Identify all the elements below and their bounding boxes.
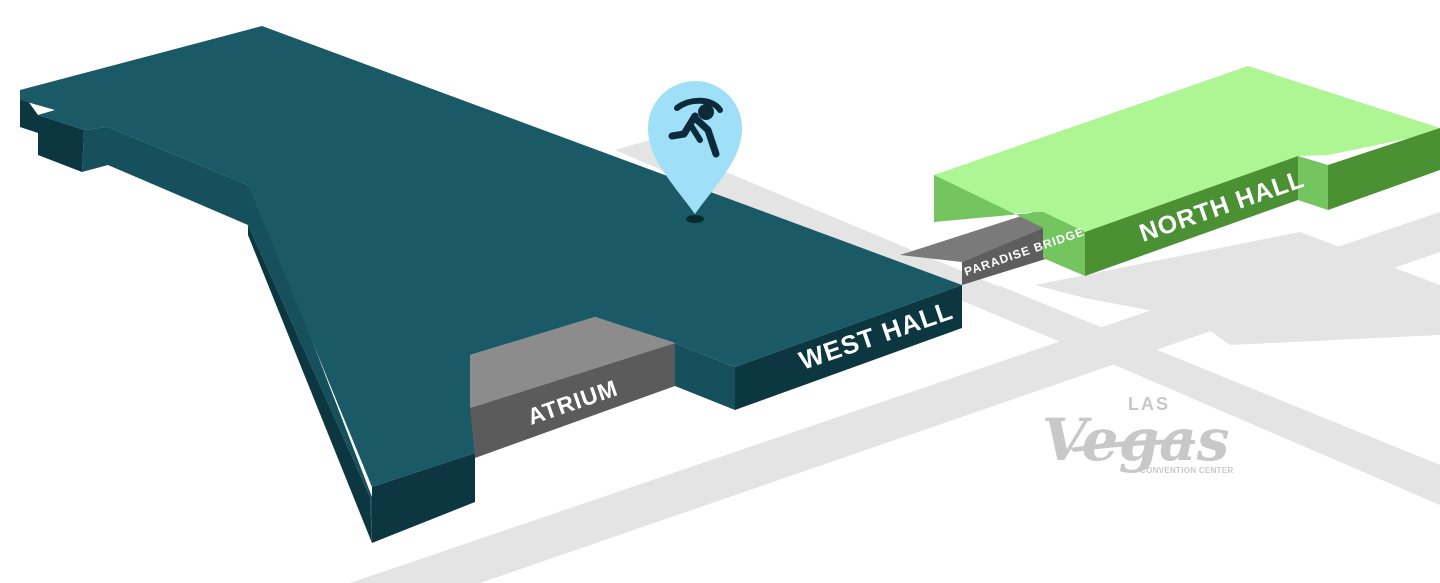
logo-sub: CONVENTION CENTER (1140, 466, 1234, 475)
logo-vegas: Vegas (1042, 406, 1229, 474)
north-hall-east-face (1328, 128, 1440, 210)
west-hall-left-wing-side (108, 127, 248, 225)
west-hall-roof (20, 26, 962, 487)
pin-shadow (686, 215, 704, 223)
paradise-bridge-face (962, 218, 1068, 285)
west-hall-left-side-lower (38, 115, 84, 172)
road-mid (960, 286, 1440, 500)
west-hall-long-side (248, 185, 372, 540)
roads (350, 140, 1440, 583)
north-hall-building[interactable] (934, 66, 1440, 276)
road-right-stub (1195, 300, 1440, 345)
north-hall-lower-strip (1043, 212, 1085, 276)
logo-las: LAS (1128, 394, 1170, 414)
atrium-front-face (470, 343, 675, 458)
north-hall-step-face (1298, 156, 1328, 210)
atrium-building[interactable] (470, 317, 675, 458)
runner-icon (668, 97, 723, 158)
west-hall-left-side-front (82, 127, 108, 172)
paradise-bridge-top (900, 210, 1060, 262)
west-hall-front-lower (248, 225, 372, 543)
north-hall-front-face (1085, 156, 1298, 276)
north-hall-roof (934, 66, 1440, 232)
west-hall-east-face (735, 285, 962, 410)
atrium-roof (470, 317, 675, 408)
paradise-bridge[interactable] (900, 210, 1068, 285)
west-hall-south-face (675, 343, 735, 410)
lvcc-logo: LAS Vegas CONVENTION CENTER (1042, 394, 1234, 475)
road-cross (1035, 232, 1440, 320)
logo-swoosh (1070, 439, 1195, 452)
pin-body (648, 81, 742, 214)
west-hall-building[interactable] (20, 26, 962, 543)
location-pin[interactable] (648, 81, 742, 223)
west-hall-foot-side (372, 453, 475, 543)
